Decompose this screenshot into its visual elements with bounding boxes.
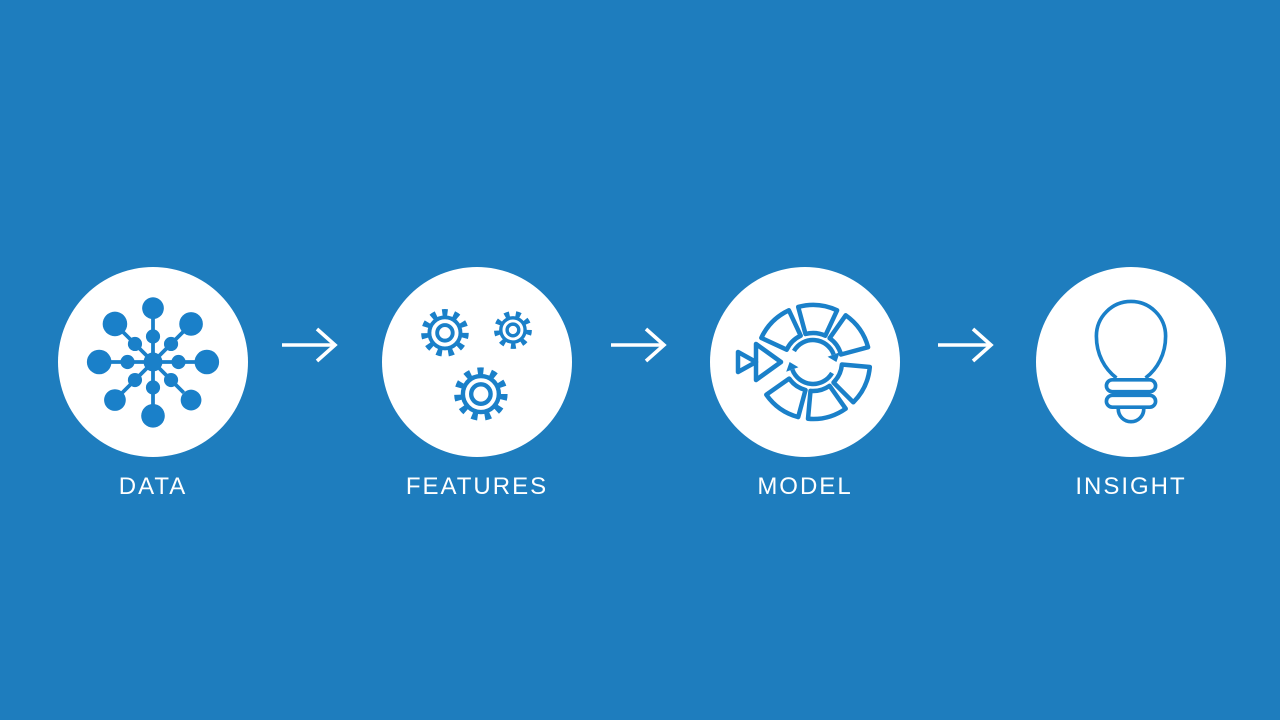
step-circle <box>1036 267 1226 457</box>
flow-step-features: FEATURES <box>382 267 572 501</box>
flow-arrow-right-icon <box>282 327 338 363</box>
lightbulb-icon <box>1094 299 1168 424</box>
flow-arrow-right-icon <box>611 327 667 363</box>
step-label-features: FEATURES <box>405 473 549 500</box>
data-network-hub-icon <box>86 297 220 428</box>
step-circle <box>58 267 248 457</box>
step-circle <box>710 267 900 457</box>
step-label-model: MODEL <box>757 473 853 500</box>
flow-step-model: MODEL <box>710 267 900 501</box>
gears-icon <box>421 309 532 421</box>
flow-arrow-right-icon <box>938 327 994 363</box>
step-label-insight: INSIGHT <box>1075 473 1187 500</box>
step-circle <box>382 267 572 457</box>
flow-step-data: DATA <box>58 267 248 501</box>
flow-step-insight: INSIGHT <box>1036 267 1226 501</box>
step-label-data: DATA <box>118 473 188 500</box>
model-iteration-cycle-icon <box>735 302 873 422</box>
